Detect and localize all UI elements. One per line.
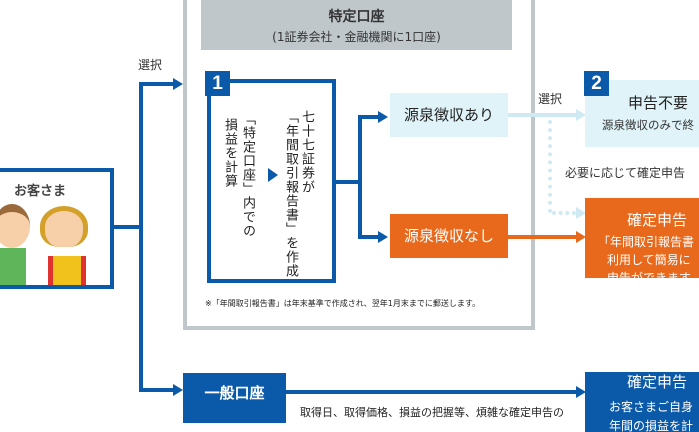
select-label: 選択: [138, 58, 163, 72]
tokutei-title: 特定口座: [328, 9, 385, 25]
step1-text: 「年間取引報告書」を作成: [283, 110, 298, 278]
connector: [139, 82, 175, 86]
with-withholding-box: 源泉徴収あり: [390, 93, 508, 137]
step1-box: [207, 79, 336, 283]
general-account-box: 一般口座: [183, 373, 286, 423]
arrow-icon: [173, 78, 183, 90]
step1-badge: 1: [205, 71, 230, 96]
man-shirt: [0, 248, 26, 285]
arrow-icon: [576, 109, 586, 121]
customer-label: お客さま: [14, 184, 67, 199]
step1-text: 損益を計算: [222, 118, 237, 188]
connector: [358, 235, 380, 239]
connector: [139, 388, 175, 392]
dotted-connector: [548, 120, 552, 213]
connector: [286, 390, 578, 394]
arrow-icon: [576, 386, 586, 398]
customer-box: お客さま: [0, 168, 114, 289]
optional-label: 必要に応じて確定申告: [565, 166, 686, 180]
connector: [110, 225, 142, 229]
dotted-connector: [552, 211, 576, 215]
woman-apron: [48, 256, 86, 285]
kakutei-desc: 「年間取引報告書: [598, 235, 695, 249]
connector: [358, 115, 362, 239]
arrow-icon: [378, 231, 388, 243]
step2-title: 申告不要: [628, 94, 689, 112]
triangle-icon: [268, 168, 278, 182]
man-illustration: [0, 204, 30, 248]
arrow-icon: [173, 384, 183, 396]
select-label: 選択: [538, 92, 563, 106]
arrow-icon: [576, 231, 586, 243]
connector: [358, 115, 380, 119]
kakutei-blue-box: 確定申告 お客さまご自身 年間の損益を計: [585, 372, 699, 432]
kakutei-orange-box: 確定申告 「年間取引報告書 利用して簡易に 申告ができます: [585, 198, 699, 278]
step2-badge: 2: [584, 71, 609, 96]
tokutei-subtitle: (1証券会社・金融機関に1口座): [272, 30, 441, 44]
step1-text: 「特定口座」内での: [240, 112, 255, 238]
arrow-icon: [378, 111, 388, 123]
tokutei-account-panel: [183, 0, 535, 330]
kakutei-desc: お客さまご自身: [609, 400, 694, 414]
connector: [335, 180, 361, 184]
kakutei-desc: 年間の損益を計: [609, 419, 694, 432]
connector: [139, 82, 143, 392]
kakutei-desc: 申告ができます: [607, 271, 692, 278]
woman-illustration: [40, 206, 88, 247]
kakutei-desc: 利用して簡易に: [607, 253, 691, 267]
step1-text: 七十七証券が: [299, 110, 314, 194]
footnote: ※「年間取引報告書」は年末基準で作成され、翌年1月末までに郵送します。: [205, 299, 481, 308]
connector-light: [508, 113, 578, 117]
connector-orange: [508, 235, 578, 239]
arrow-icon: [576, 207, 586, 219]
kakutei-title: 確定申告: [627, 211, 688, 229]
general-account-desc: 取得日、取得価格、損益の把握等、煩雑な確定申告の: [300, 406, 564, 419]
without-withholding-box: 源泉徴収なし: [390, 214, 508, 258]
kakutei-title: 確定申告: [627, 373, 688, 391]
step2-desc: 源泉徴収のみで終: [602, 118, 694, 132]
tokutei-header: 特定口座 (1証券会社・金融機関に1口座): [201, 0, 512, 50]
